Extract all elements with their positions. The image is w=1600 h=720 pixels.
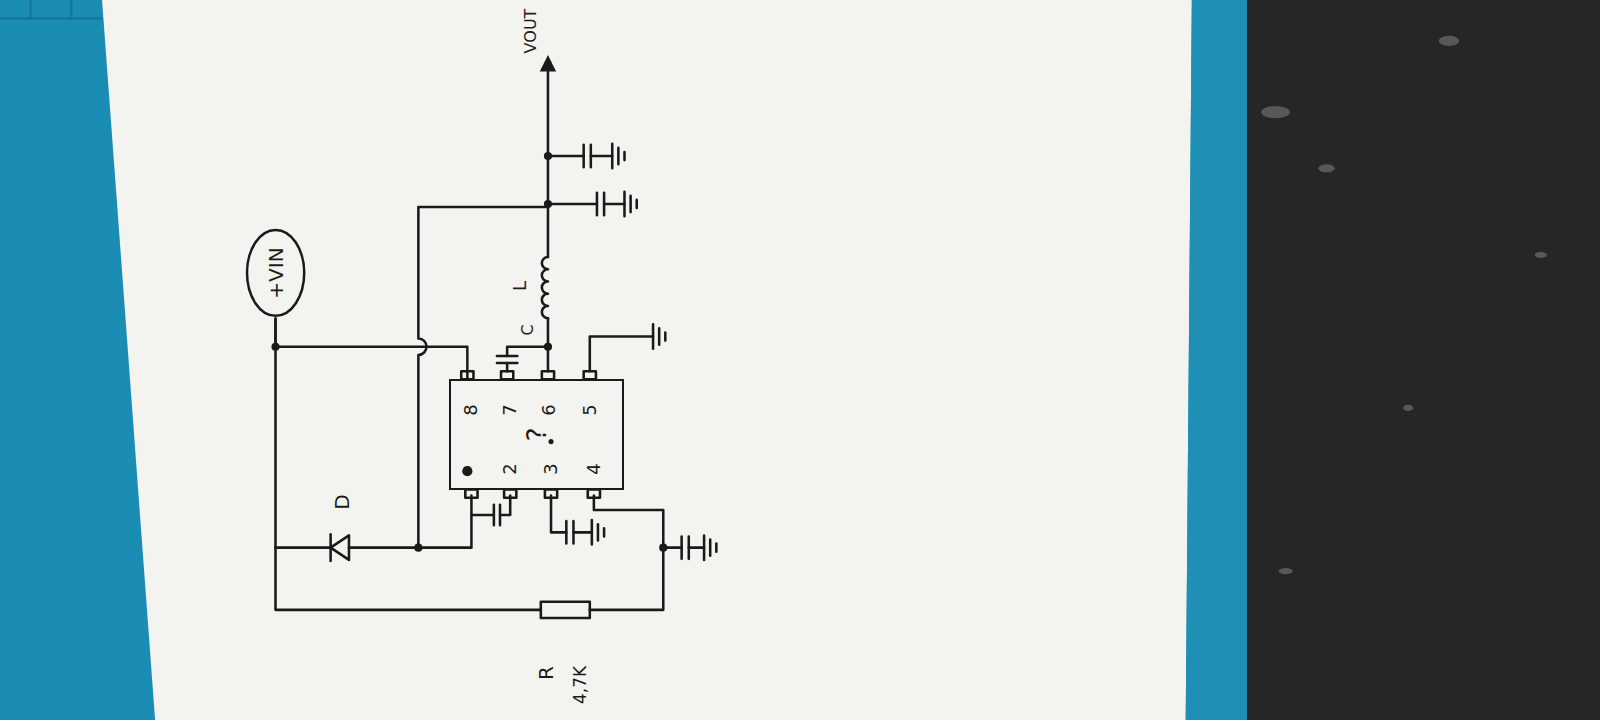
capacitor-symbol [494,505,500,525]
wire [276,546,419,549]
ground-symbol [624,192,636,216]
surface-specks [1261,36,1547,574]
component-name: L [510,281,530,291]
diode-symbol [331,535,349,559]
ground-symbol [592,520,604,544]
node-text: ? [522,428,551,442]
ground-symbol [704,535,716,559]
ground-symbol [612,144,624,168]
output-arrowhead [540,55,556,71]
component-name: L [509,281,530,291]
junction-dot [544,343,552,351]
pin-number: 3 [541,463,561,474]
pin-number: 3 [540,463,561,474]
wire [418,207,548,548]
supply-terminal: +VIN [245,228,306,318]
wire [590,337,653,372]
pin-number: 5 [580,404,600,415]
component-name: C [518,325,537,336]
ic-pin [545,490,557,498]
ic-pin [542,371,554,379]
pin-number: 2 [500,463,520,474]
schematic [276,67,717,618]
speck [1279,568,1293,574]
ic-pin [504,490,516,498]
wire [507,347,548,371]
wire [276,318,468,379]
wire [663,546,704,549]
paper-sheet [102,0,1192,720]
diode-symbol [329,534,332,561]
pin-number: 6 [538,404,559,415]
component-name: C [519,325,537,336]
signal-name: VOUT [521,8,540,53]
resistor-symbol [541,602,590,618]
component-name: R [535,666,557,680]
wire [276,318,541,610]
capacitor-symbol [597,193,604,215]
wire [418,496,471,548]
speck [1535,252,1547,258]
pin-number: 4 [584,463,604,474]
pin-number: 6 [539,404,559,415]
node-text: +VIN [265,248,287,299]
terminal-outline [247,230,304,316]
dark-surface [1247,0,1600,720]
pin-number: 8 [460,404,481,415]
component-name: D [331,494,353,509]
pin-number: 5 [579,404,600,415]
ic-pin [465,490,477,498]
ic-pin [588,490,600,498]
ground-symbol [653,324,665,348]
component-value: 4,7K [569,666,589,704]
speck [1403,405,1413,411]
ic-pin [584,371,596,379]
speck [1439,36,1459,46]
pin-number: 2 [499,463,520,474]
mat-edge [1186,0,1247,720]
inductor-symbol [542,257,548,318]
junction-dot [659,544,667,552]
wire [548,203,625,206]
capacitor-symbol [497,356,517,363]
mat-grid [0,0,102,18]
wire [547,67,550,257]
junction-dot [414,544,422,552]
pin-number: 4 [583,463,604,474]
component-name: D [330,494,354,509]
pin1-marker [462,466,472,476]
pin-number: 8 [461,404,481,415]
pin-number: 7 [500,404,520,415]
wire [551,496,592,533]
signal-name: VOUT [522,8,540,53]
component-value: 4,7K [570,666,589,704]
pin-number: 7 [499,404,520,415]
capacitor-symbol [584,145,591,167]
capacitor-symbol [682,536,689,558]
capacitor-symbol [566,521,573,543]
speck [1318,164,1334,172]
speck [1261,106,1290,118]
junction-dot [544,200,552,208]
component-name: R [534,666,558,680]
wire [590,496,663,610]
wire [548,155,612,158]
ic-pin [501,371,513,379]
junction-dot [544,152,552,160]
junction-dots [271,152,667,552]
